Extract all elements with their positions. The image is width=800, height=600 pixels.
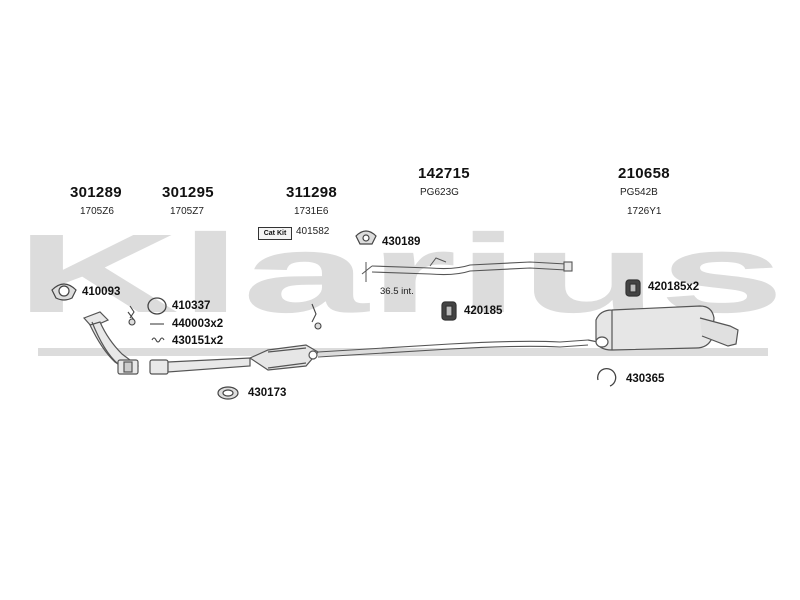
bolt-catalyst-icon [311,303,322,330]
part-label-440003x2: 440003x2 [172,318,224,330]
part-label-430173: 430173 [248,387,287,399]
front-downpipe [82,311,139,375]
ring-410337-icon [147,297,167,315]
part-label-420185: 420185 [464,305,503,317]
part-label-410093: 410093 [82,286,121,298]
mount-420185-icon [441,301,457,321]
intermediate-pipe [149,357,251,375]
section-code-5: 210658 [618,165,670,182]
clamp-430189-icon [355,230,377,245]
gasket-410093-icon [51,283,77,301]
section-ref-3: 1731E6 [294,206,329,217]
part-label-410337: 410337 [172,300,211,312]
spring-430151-icon [151,337,165,343]
section-ref-5: PG542B [620,187,658,198]
section-code-1: 301289 [70,184,122,201]
section-ref-4: PG623G [420,187,459,198]
bolt-440003-icon [127,305,164,326]
ring-430365-icon [597,368,617,387]
section-ref2-5: 1726Y1 [627,206,662,217]
middle-pipe [317,339,589,358]
pipe-diameter-note: 36.5 int. [380,286,414,297]
cat-kit-code: 401582 [296,226,330,237]
part-label-430365: 430365 [626,373,665,385]
mount-420185x2-icon [625,279,641,297]
section-code-2: 301295 [162,184,214,201]
section-code-4: 142715 [418,165,470,182]
rear-silencer [587,305,739,351]
section-code-3: 311298 [286,184,338,201]
part-label-420185x2: 420185x2 [648,281,700,293]
clamp-430173-icon [217,386,239,400]
part-label-430151x2: 430151x2 [172,335,224,347]
part-label-430189: 430189 [382,236,421,248]
section-ref-1: 1705Z6 [80,206,114,217]
section-ref-2: 1705Z7 [170,206,204,217]
cat-kit-badge: Cat Kit [258,227,292,240]
centre-section-pipe [361,257,573,282]
